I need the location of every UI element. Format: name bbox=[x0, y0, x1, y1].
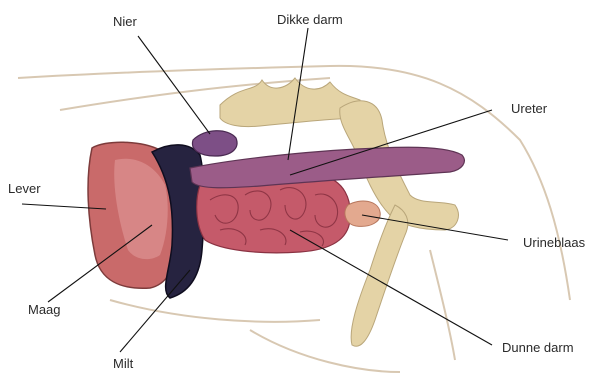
label-lever: Lever bbox=[8, 181, 41, 197]
label-ureter: Ureter bbox=[511, 101, 547, 117]
label-maag: Maag bbox=[28, 302, 61, 318]
label-dikke-darm: Dikke darm bbox=[277, 12, 343, 28]
label-urineblaas: Urineblaas bbox=[523, 235, 585, 251]
bladder bbox=[345, 201, 380, 226]
label-milt: Milt bbox=[113, 356, 133, 372]
kidney bbox=[192, 131, 237, 156]
leader-nier bbox=[138, 36, 210, 134]
label-dunne-darm: Dunne darm bbox=[502, 340, 574, 356]
label-nier: Nier bbox=[113, 14, 137, 30]
